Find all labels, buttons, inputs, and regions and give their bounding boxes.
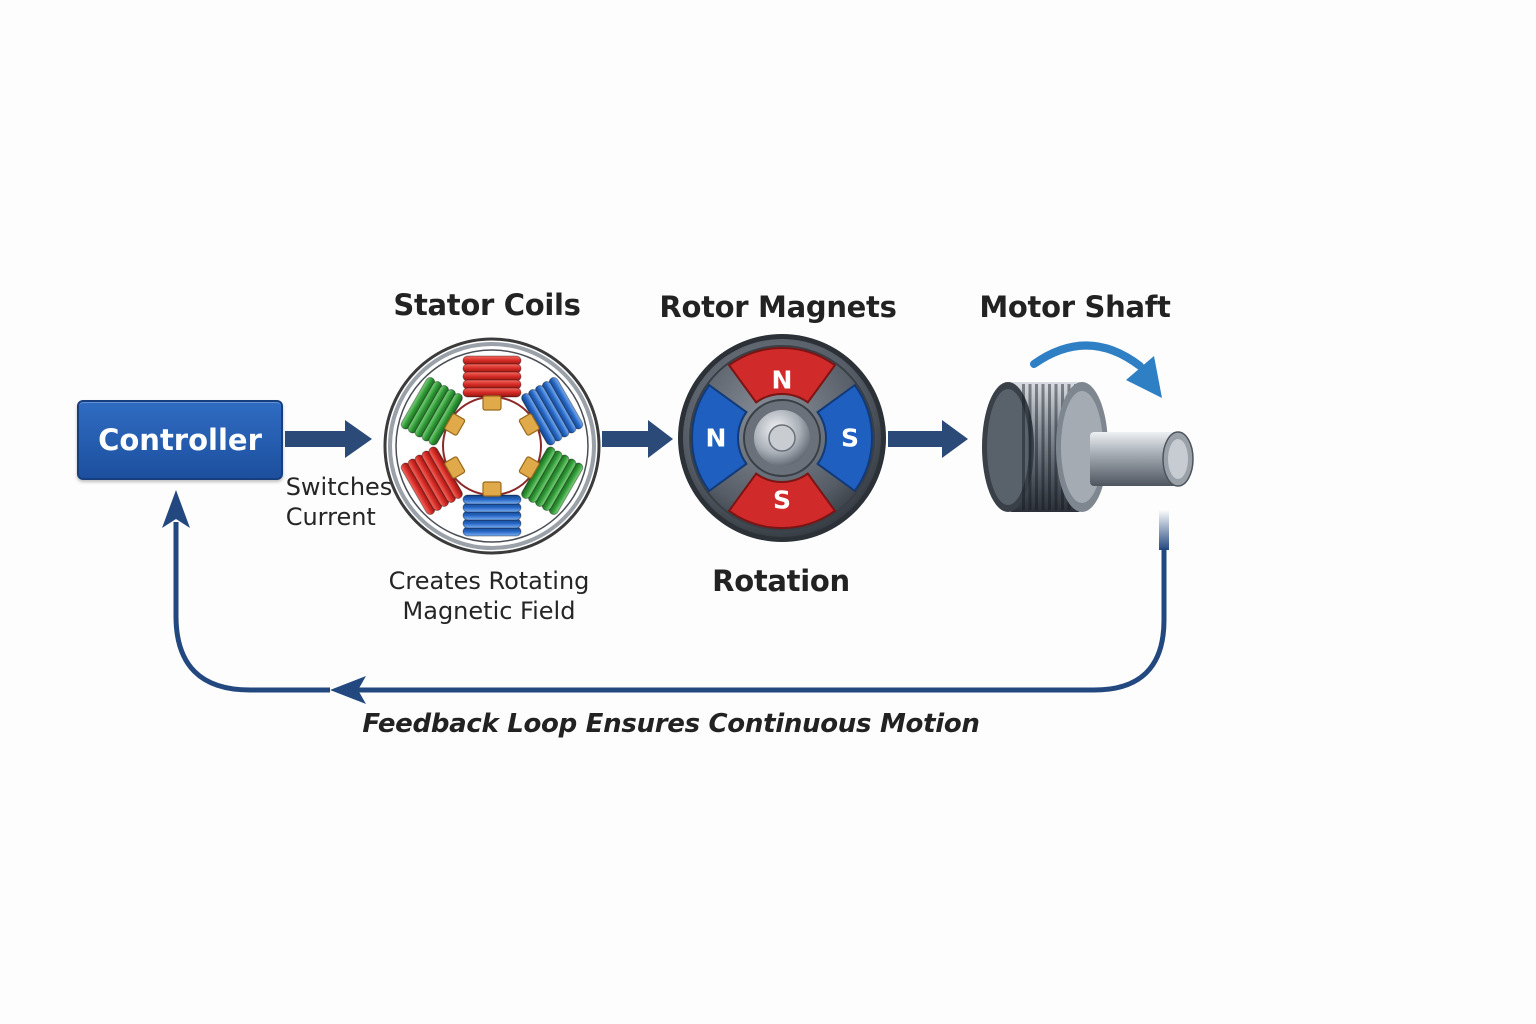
switches-current-label: Switches Current — [286, 472, 393, 532]
coil-blue-bottom — [462, 481, 522, 537]
rotation-label: Rotation — [712, 564, 850, 598]
magnet-pole-north-left — [691, 383, 748, 493]
stator-coils-title: Stator Coils — [393, 288, 581, 322]
feedback-loop-label: Feedback Loop Ensures Continuous Motion — [362, 709, 980, 739]
coil-red-lower-left — [400, 446, 466, 515]
magnet-pole-north-top — [727, 347, 837, 404]
stator-coils-icon — [383, 337, 601, 555]
motor-shaft-title: Motor Shaft — [979, 290, 1171, 324]
magnet-pole-south-right — [816, 383, 873, 493]
housing-rib — [1041, 384, 1045, 510]
pole-label-left: N — [706, 424, 727, 453]
housing-rib — [1028, 384, 1032, 510]
coil-red-top — [462, 355, 522, 411]
arrow-controller-to-stator — [285, 420, 372, 458]
motor-shaft-icon — [982, 382, 1194, 512]
controller-label: Controller — [98, 423, 262, 457]
stator-caption-line2: Magnetic Field — [402, 597, 576, 625]
pole-label-top: N — [772, 366, 793, 395]
switches-label-line1: Switches — [285, 473, 393, 501]
rotor-magnets-title: Rotor Magnets — [659, 290, 897, 324]
rotor-magnets-icon: N S N S — [678, 334, 886, 542]
housing-rib — [1035, 384, 1038, 510]
pole-label-bottom: S — [773, 486, 791, 515]
pole-label-right: S — [841, 424, 859, 453]
coil-blue-upper-right — [518, 377, 584, 446]
housing-rib — [1048, 384, 1051, 510]
switches-label-line2: Current — [285, 503, 376, 531]
stator-caption-line1: Creates Rotating — [388, 567, 590, 595]
coil-green-lower-right — [518, 446, 584, 515]
rotation-arrow-icon — [1030, 341, 1162, 398]
arrow-stator-to-rotor — [602, 420, 673, 458]
feedback-loop-arrow — [162, 490, 1169, 704]
arrow-rotor-to-shaft — [888, 420, 968, 458]
stator-caption: Creates Rotating Magnetic Field — [389, 566, 590, 626]
coil-green-upper-left — [400, 377, 466, 446]
magnet-pole-south-bottom — [727, 472, 837, 529]
housing-rib — [1022, 384, 1025, 510]
controller-button[interactable]: Controller — [77, 400, 283, 480]
